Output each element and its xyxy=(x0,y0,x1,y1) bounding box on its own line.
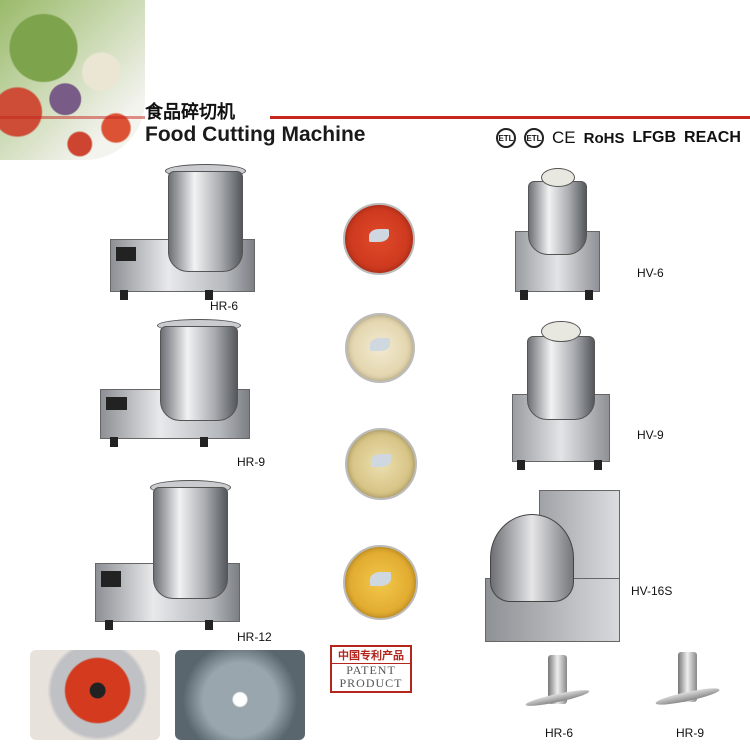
title-chinese: 食品碎切机 xyxy=(145,102,235,122)
machine-hv-6 xyxy=(515,165,600,300)
etl-logo: ETL xyxy=(524,128,544,148)
page-title: Food Cutting Machine xyxy=(145,123,366,146)
machine-hr-9 xyxy=(100,315,250,447)
label-blade-hr-9: HR-9 xyxy=(676,726,705,740)
minced-result-disc xyxy=(345,428,417,500)
stamp-chinese: 中国专利产品 xyxy=(332,647,410,664)
header-rule xyxy=(270,116,750,119)
label-hr-9: HR-9 xyxy=(237,455,266,469)
machine-hv-16s xyxy=(485,490,620,650)
ce-logo: CE xyxy=(552,128,576,147)
stamp-line2: PRODUCT xyxy=(339,676,403,690)
header-rule-left xyxy=(0,116,145,119)
machine-hr-6 xyxy=(110,160,255,300)
tomato-result-disc xyxy=(343,203,415,275)
label-hr-6: HR-6 xyxy=(210,299,239,313)
blade-hr-9 xyxy=(654,652,721,724)
label-blade-hr-6: HR-6 xyxy=(545,726,574,740)
label-hv-16s: HV-16S xyxy=(631,584,673,598)
rohs-logo: RoHS xyxy=(583,129,625,147)
label-hr-12: HR-12 xyxy=(237,630,272,644)
chopped-result-disc xyxy=(343,545,418,620)
label-hv-6: HV-6 xyxy=(637,266,664,280)
blade-hr-6 xyxy=(524,655,591,725)
reach-logo: REACH xyxy=(684,129,741,146)
paste-result-disc xyxy=(345,313,415,383)
patent-product-stamp: 中国专利产品 PATENT PRODUCT xyxy=(330,645,412,693)
lfgb-logo: LFGB xyxy=(632,129,677,146)
certifications: ETL ETL CE RoHS LFGB REACH xyxy=(496,128,741,148)
blade-closeup-photo xyxy=(175,650,305,740)
machine-hr-12 xyxy=(95,475,240,630)
label-hv-9: HV-9 xyxy=(637,428,664,442)
machine-hv-9 xyxy=(512,318,610,470)
tomato-bowl-photo xyxy=(30,650,160,740)
etl-logo: ETL xyxy=(496,128,516,148)
stamp-line1: PATENT xyxy=(346,663,396,677)
vegetables-image xyxy=(0,0,145,160)
